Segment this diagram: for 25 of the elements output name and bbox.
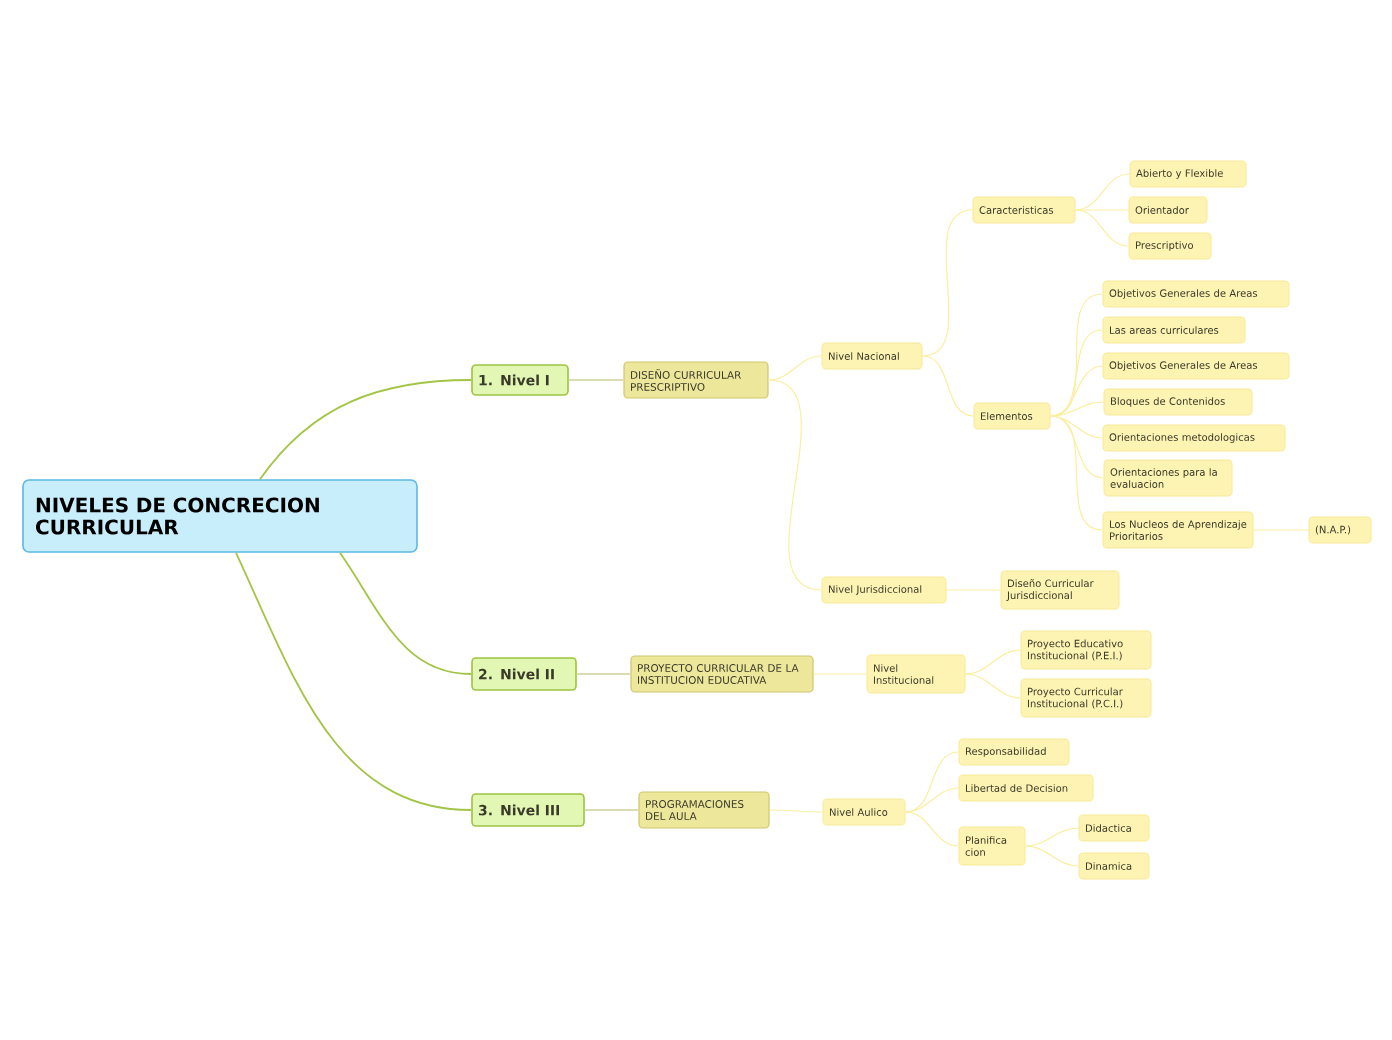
connector <box>259 379 473 481</box>
connector <box>768 355 823 381</box>
connector <box>768 379 823 591</box>
connector <box>567 379 625 381</box>
connector <box>235 551 473 811</box>
connector <box>339 551 473 675</box>
connector <box>904 811 960 847</box>
connector <box>964 649 1022 675</box>
connector <box>921 355 975 417</box>
connector <box>1074 209 1130 211</box>
connector <box>1252 529 1310 531</box>
connector <box>945 589 1002 591</box>
connector <box>1049 401 1105 417</box>
connector <box>583 809 640 811</box>
connector <box>575 673 632 675</box>
connector <box>769 809 824 813</box>
connector <box>1074 209 1130 247</box>
connector <box>1049 415 1104 531</box>
connector <box>813 673 868 675</box>
connector <box>1024 827 1080 847</box>
connector <box>964 673 1022 699</box>
connector <box>904 787 960 813</box>
root-box: NIVELES DE CONCRECION CURRICULAR <box>22 479 418 553</box>
connector <box>1024 845 1080 867</box>
connector <box>921 209 974 357</box>
